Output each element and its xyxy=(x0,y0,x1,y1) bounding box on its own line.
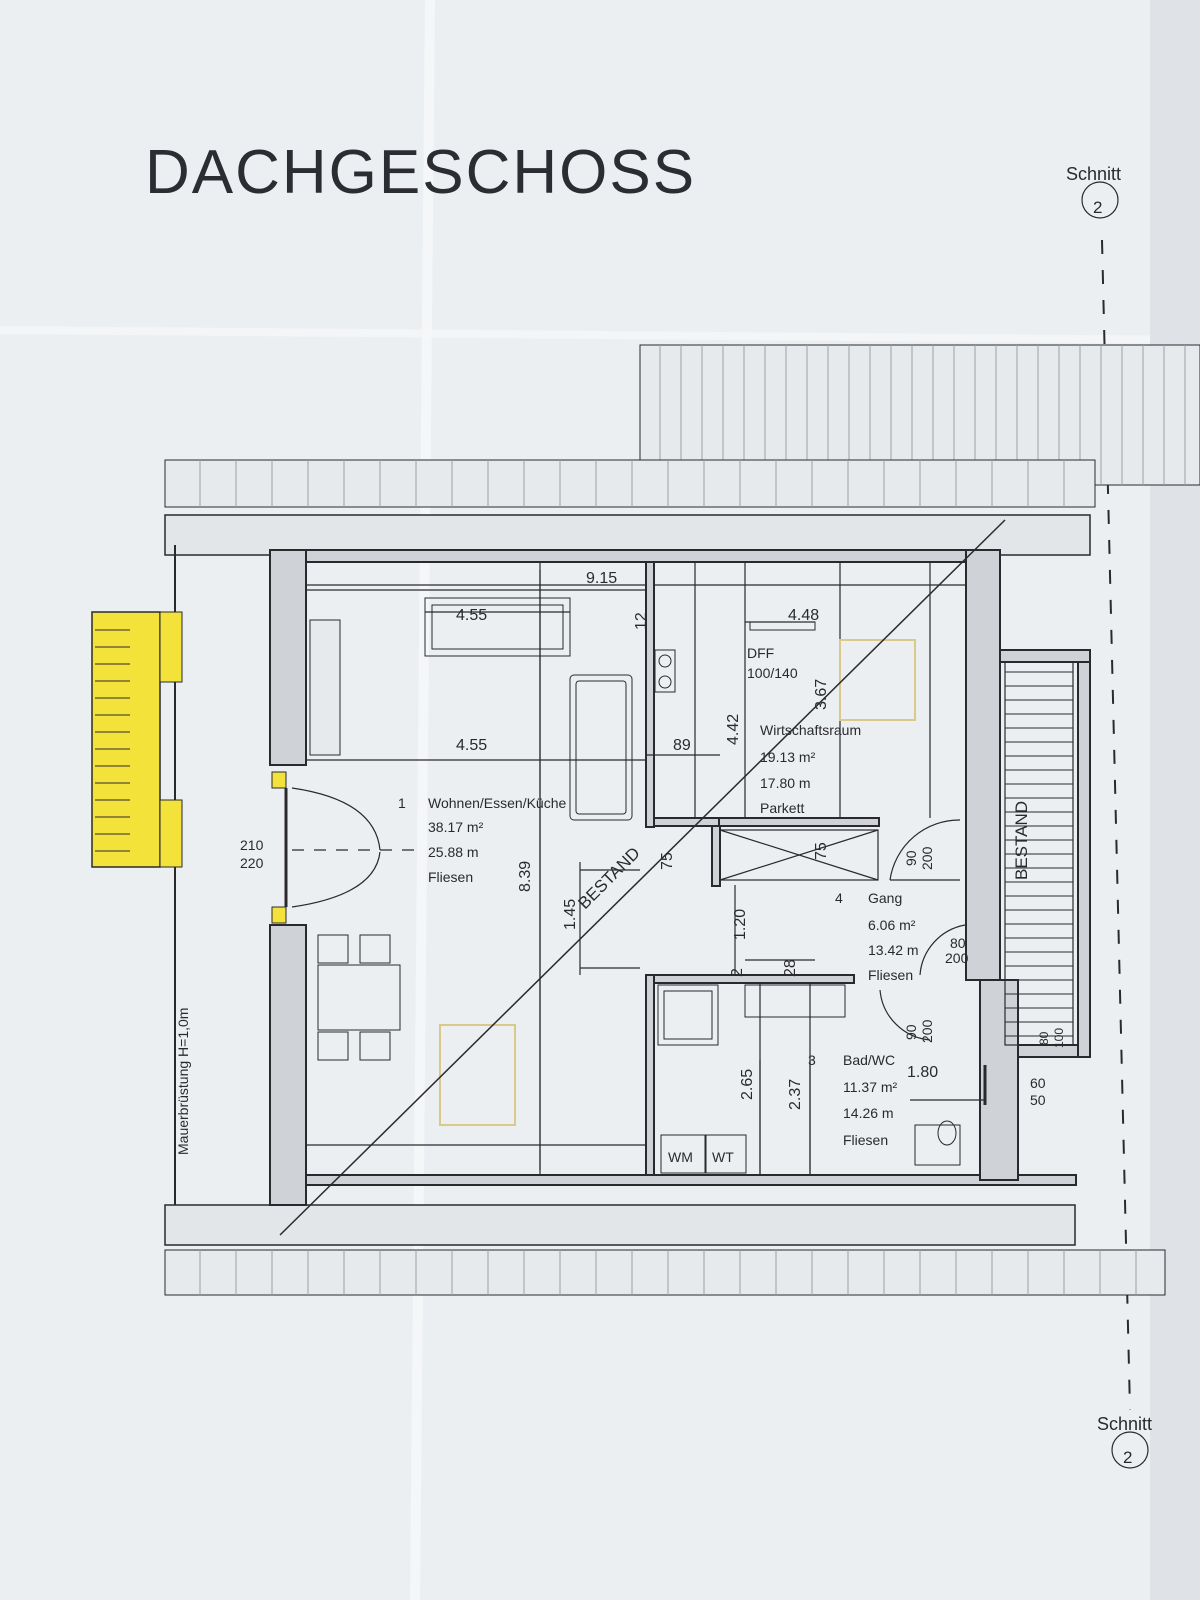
svg-text:4: 4 xyxy=(835,890,843,906)
svg-text:1.20: 1.20 xyxy=(732,909,749,940)
bath-window xyxy=(744,984,846,1018)
shower xyxy=(657,984,719,1046)
svg-text:Fliesen: Fliesen xyxy=(868,967,913,983)
page-title: DACHGESCHOSS xyxy=(145,138,696,207)
roof-tiles-top xyxy=(164,459,1096,508)
svg-text:90: 90 xyxy=(903,1024,919,1040)
yellow-staircase xyxy=(91,611,183,868)
svg-text:Parkett: Parkett xyxy=(760,800,804,816)
svg-text:60: 60 xyxy=(1030,1075,1046,1091)
door-swings xyxy=(879,819,987,1105)
svg-text:3.67: 3.67 xyxy=(813,679,830,710)
section-marker-number: 2 xyxy=(1093,198,1102,217)
svg-text:200: 200 xyxy=(945,950,969,966)
svg-text:14.26 m: 14.26 m xyxy=(843,1105,894,1121)
svg-text:75: 75 xyxy=(659,852,676,870)
svg-text:90: 90 xyxy=(903,850,919,866)
right-staircase xyxy=(1004,661,1074,1046)
svg-text:1: 1 xyxy=(398,795,406,811)
svg-text:4.55: 4.55 xyxy=(456,737,487,754)
svg-text:4.48: 4.48 xyxy=(788,607,819,624)
svg-text:3: 3 xyxy=(808,1052,816,1068)
svg-text:50: 50 xyxy=(1030,1092,1046,1108)
svg-text:89: 89 xyxy=(673,737,691,754)
washer-dryer xyxy=(660,1134,747,1174)
svg-text:Bad/WC: Bad/WC xyxy=(843,1052,895,1068)
svg-text:200: 200 xyxy=(919,846,935,870)
section-marker-label: Schnitt xyxy=(1066,164,1121,184)
svg-text:4.55: 4.55 xyxy=(456,607,487,624)
paper-fold xyxy=(0,326,1200,344)
svg-text:1.45: 1.45 xyxy=(562,899,579,930)
walls xyxy=(269,549,1091,1206)
bestand-diagonal xyxy=(279,519,1006,1236)
svg-text:19.13 m²: 19.13 m² xyxy=(760,749,816,765)
svg-text:12: 12 xyxy=(633,612,650,630)
svg-text:80: 80 xyxy=(950,935,966,951)
svg-text:210: 210 xyxy=(240,837,264,853)
section-marker-top: Schnitt 2 xyxy=(1066,164,1121,219)
svg-text:Wirtschaftsraum: Wirtschaftsraum xyxy=(760,722,861,738)
section-marker-bottom: Schnitt 2 xyxy=(1097,1414,1152,1469)
svg-text:17.80 m: 17.80 m xyxy=(760,775,811,791)
roof-tiles-bottom xyxy=(164,1249,1166,1296)
window-label: DFF xyxy=(747,645,774,661)
kitchen-counter xyxy=(309,597,633,821)
paper-fold xyxy=(410,0,435,1600)
section-marker-label: Schnitt xyxy=(1097,1414,1152,1434)
svg-text:25.88 m: 25.88 m xyxy=(428,844,479,860)
dimension-lines xyxy=(306,570,985,1175)
roof-edge-bottom xyxy=(164,1204,1076,1246)
svg-text:8.39: 8.39 xyxy=(517,861,534,892)
room-bad-label: 3 Bad/WC 11.37 m² 14.26 m Fliesen xyxy=(808,1052,898,1148)
svg-text:220: 220 xyxy=(240,855,264,871)
svg-text:2.65: 2.65 xyxy=(739,1069,756,1100)
svg-text:Fliesen: Fliesen xyxy=(428,869,473,885)
svg-text:38.17 m²: 38.17 m² xyxy=(428,819,484,835)
svg-text:Wohnen/Essen/Küche: Wohnen/Essen/Küche xyxy=(428,795,566,811)
svg-text:2: 2 xyxy=(729,968,746,977)
entry-door xyxy=(271,771,420,924)
window-size: 100/140 xyxy=(747,665,798,681)
svg-text:75: 75 xyxy=(813,842,830,860)
svg-text:2.37: 2.37 xyxy=(787,1079,804,1110)
room-wirtschaftsraum-label: DFF 100/140 Wirtschaftsraum 19.13 m² 17.… xyxy=(747,645,861,816)
svg-text:11.37 m²: 11.37 m² xyxy=(843,1079,898,1095)
dimension-labels: 9.15 4.55 4.55 4.48 89 1.80 12 4.42 3.67… xyxy=(240,570,1066,1110)
toilet-icon xyxy=(914,1120,961,1166)
skylight-frames xyxy=(439,639,916,1126)
dryer-label: WT xyxy=(712,1149,734,1165)
bestand-label-stair: BESTAND xyxy=(1012,801,1031,880)
svg-text:4.42: 4.42 xyxy=(725,714,742,745)
room-wohnen-label: 1 Wohnen/Essen/Küche 38.17 m² 25.88 m Fl… xyxy=(398,795,566,885)
section-marker-number: 2 xyxy=(1123,1448,1132,1467)
svg-text:28: 28 xyxy=(782,959,799,977)
dining-table xyxy=(317,934,401,1061)
washer-label: WM xyxy=(668,1149,693,1165)
svg-text:6.06 m²: 6.06 m² xyxy=(868,917,916,933)
svg-text:100: 100 xyxy=(1052,1028,1066,1048)
svg-text:13.42 m: 13.42 m xyxy=(868,942,919,958)
svg-text:1.80: 1.80 xyxy=(907,1064,938,1081)
svg-text:Fliesen: Fliesen xyxy=(843,1132,888,1148)
parapet-note: Mauerbrüstung H=1,0m xyxy=(175,1008,191,1155)
svg-text:80: 80 xyxy=(1037,1031,1051,1045)
room-gang-label: 4 Gang 6.06 m² 13.42 m Fliesen xyxy=(835,890,919,983)
stove-icon xyxy=(654,649,676,693)
svg-text:200: 200 xyxy=(919,1019,935,1043)
paper-edge xyxy=(1150,0,1200,1600)
svg-text:Gang: Gang xyxy=(868,890,902,906)
svg-text:9.15: 9.15 xyxy=(586,570,617,587)
